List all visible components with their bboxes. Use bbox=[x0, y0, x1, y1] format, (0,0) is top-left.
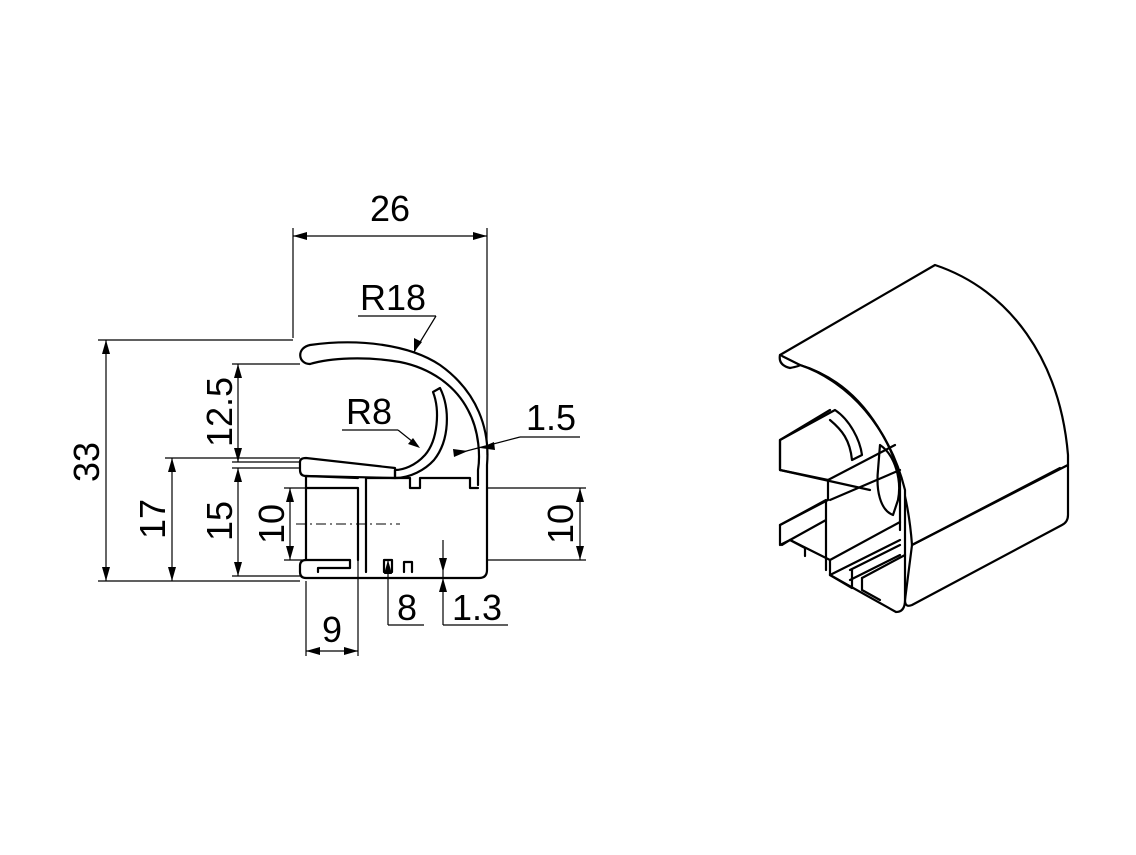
iso-face-line bbox=[910, 466, 1062, 547]
profile-r8-hook bbox=[393, 386, 448, 480]
profile-left-channel bbox=[304, 474, 360, 562]
dim-web-spacing: 8 bbox=[397, 587, 417, 628]
dim-slot-height-left: 10 bbox=[251, 504, 292, 544]
isometric-view bbox=[778, 263, 1070, 614]
dim-base-height: 17 bbox=[132, 499, 173, 539]
dim-inner-radius: R8 bbox=[346, 391, 392, 432]
profile-shelf bbox=[298, 456, 397, 480]
dim-overall-height: 33 bbox=[66, 442, 107, 482]
dim-outer-radius: R18 bbox=[360, 277, 426, 318]
iso-shelf bbox=[778, 408, 902, 502]
dim-lip-height: 12.5 bbox=[199, 377, 240, 447]
profile-inner-arc bbox=[308, 357, 481, 487]
profile-webs bbox=[364, 476, 480, 574]
dim-base-thickness: 1.3 bbox=[452, 587, 502, 628]
dim-channel-height: 15 bbox=[199, 501, 240, 541]
dim-wall-thickness: 1.5 bbox=[526, 397, 576, 438]
iso-channel bbox=[778, 498, 907, 582]
iso-hook bbox=[876, 443, 901, 517]
profile-lip bbox=[298, 341, 489, 580]
dimension-labels: 26 R18 R8 1.5 33 12.5 17 15 10 10 9 8 1.… bbox=[66, 188, 581, 650]
dim-slot-width: 9 bbox=[322, 609, 342, 650]
iso-base bbox=[780, 538, 882, 602]
dim-overall-width: 26 bbox=[370, 188, 410, 229]
dim-slot-height-right: 10 bbox=[540, 504, 581, 544]
cross-section-profile bbox=[296, 341, 489, 580]
dimension-lines bbox=[98, 228, 586, 656]
